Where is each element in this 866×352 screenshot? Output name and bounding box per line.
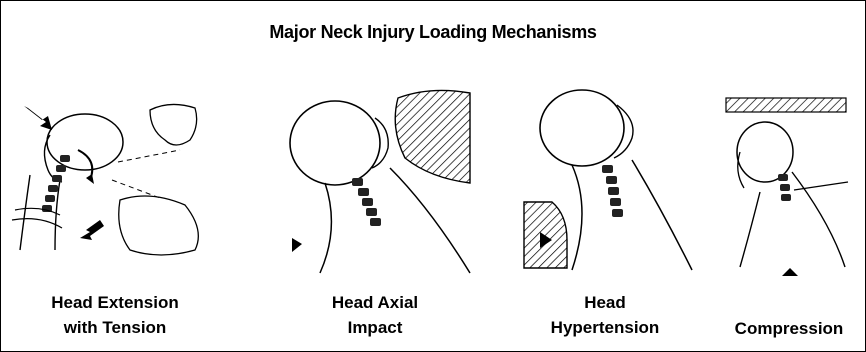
neck-outline [740,172,845,267]
panel-hypertension-illustration [522,80,702,275]
neck-outline [572,160,692,270]
caption-hypertension-line-1: Head [520,290,690,315]
ribcage [12,208,62,228]
caption-axial-line-1: Head Axial [290,290,460,315]
figure-title: Major Neck Injury Loading Mechanisms [0,22,866,43]
compression-plate [726,98,846,112]
skull-outline [47,114,123,170]
skull-outline [737,122,793,182]
skull-outline [290,101,380,185]
caption-extension: Head Extension with Tension [10,290,220,340]
panel-compression-illustration [720,92,860,282]
caption-compression: Compression [716,316,862,341]
impact-barrier [395,90,470,183]
skull-outline [540,90,624,166]
detail-leader-lower [112,180,160,198]
caption-extension-line-2: with Tension [10,315,220,340]
vertebra-detail-upper [150,104,197,145]
panel-axial-illustration [280,88,480,278]
vertebra-detail-lower [119,196,199,255]
load-arrow [292,238,302,252]
load-arrow [782,268,798,276]
cervical-spine [778,174,791,201]
caption-axial-line-2: Impact [290,315,460,340]
caption-axial: Head Axial Impact [290,290,460,340]
panel-extension-illustration [0,80,220,280]
caption-extension-line-1: Head Extension [10,290,220,315]
cervical-spine [352,178,381,226]
detail-leader-upper [118,150,180,162]
load-arrow-bottom [80,220,104,240]
load-arrow-top [24,106,52,130]
caption-hypertension-line-2: Hypertension [520,315,690,340]
caption-hypertension: Head Hypertension [520,290,690,340]
cervical-spine [602,165,623,217]
impact-block [524,202,567,268]
caption-compression-line-1: Compression [716,316,862,341]
